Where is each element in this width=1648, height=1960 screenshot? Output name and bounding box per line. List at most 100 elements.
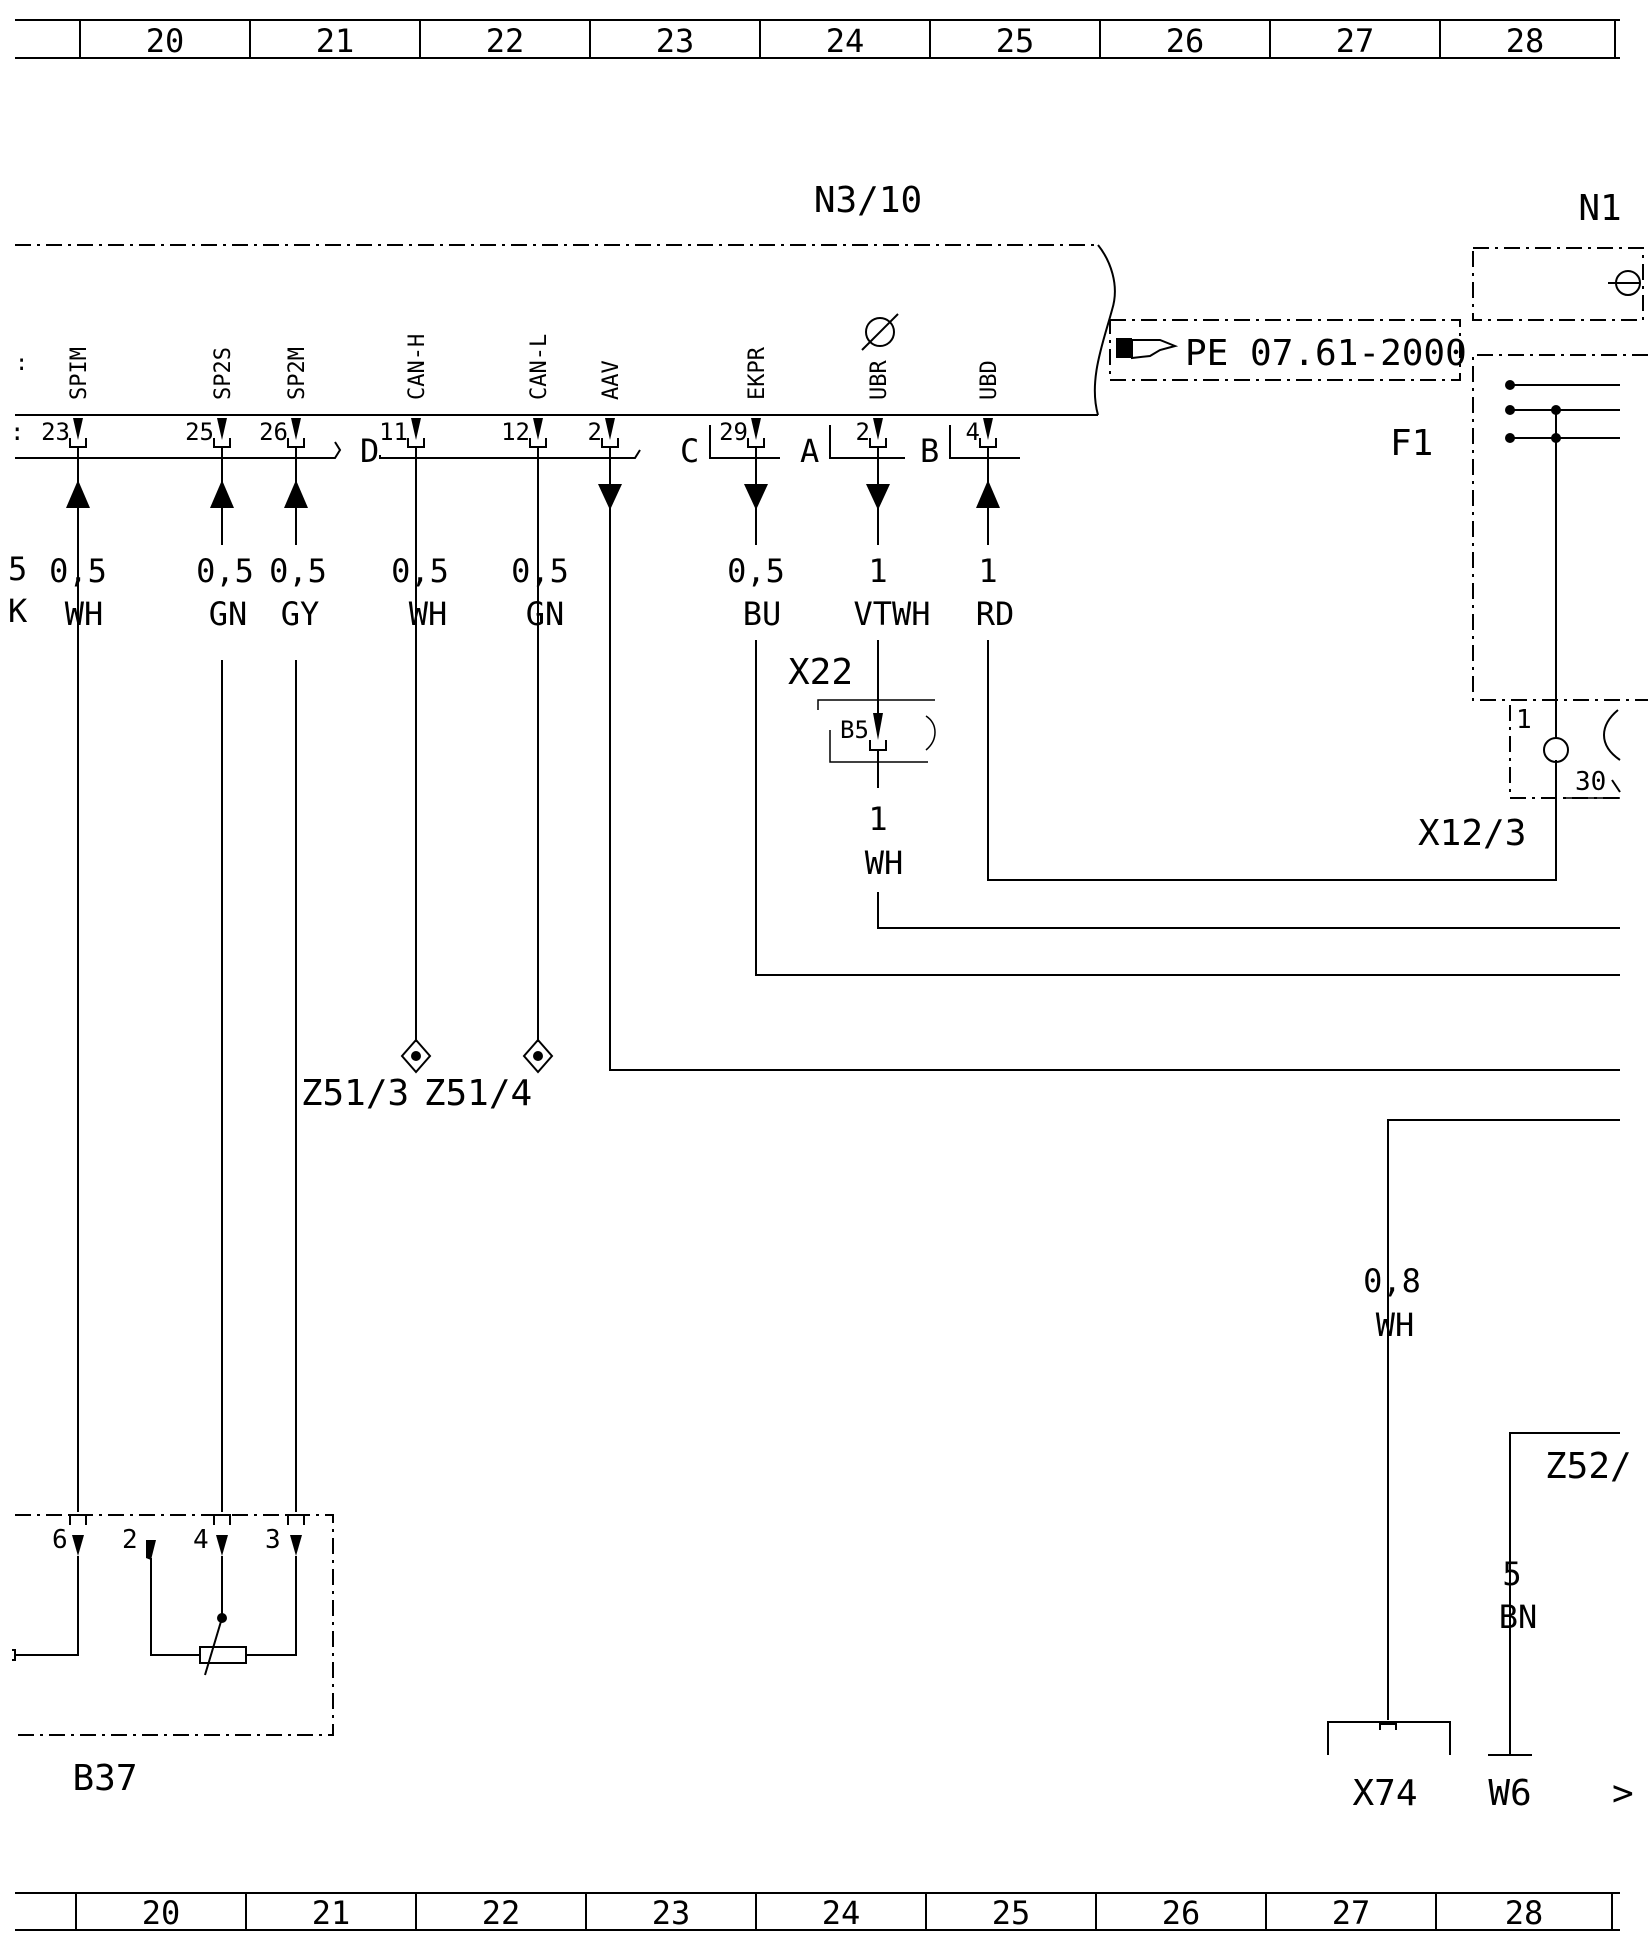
wire-color: VTWH bbox=[853, 595, 930, 633]
ground-symbol-icon bbox=[1608, 270, 1641, 296]
bottom-ruler: 20 21 22 23 24 25 26 27 28 bbox=[15, 1892, 1620, 1932]
bottom-ruler-cell-28: 28 bbox=[1505, 1894, 1544, 1932]
b37-pin-3: 3 bbox=[265, 1525, 281, 1555]
w6-label: W6 bbox=[1488, 1773, 1531, 1814]
pin-number: 26 bbox=[259, 418, 288, 446]
input-arrow-icon bbox=[66, 480, 90, 508]
terminal-pin bbox=[217, 418, 227, 440]
top-ruler-cell-22: 22 bbox=[486, 22, 525, 60]
bottom-ruler-cell-24: 24 bbox=[822, 1894, 861, 1932]
signal-label: AAV bbox=[599, 360, 624, 400]
reference-text: PE 07.61-2000 bbox=[1185, 333, 1467, 374]
connector-bracket-d bbox=[379, 449, 641, 459]
x22-connector: X22 B5 bbox=[788, 652, 936, 763]
b37-pin-4: 4 bbox=[193, 1525, 209, 1555]
top-ruler-cell-26: 26 bbox=[1166, 22, 1205, 60]
top-ruler-cell-28: 28 bbox=[1506, 22, 1545, 60]
x12-3-label: X12/3 bbox=[1418, 813, 1526, 854]
wire-gauge: 1 bbox=[868, 552, 887, 590]
w6-ground: Z52/ 5 BN W6 > bbox=[1488, 1432, 1634, 1814]
wire-color: GY bbox=[281, 595, 320, 633]
z51-3-label: Z51/3 bbox=[301, 1073, 409, 1114]
output-arrow-icon bbox=[744, 484, 768, 510]
group-label-c: C bbox=[680, 432, 699, 470]
pin-number: 25 bbox=[185, 418, 214, 446]
n3-10-label: N3/10 bbox=[814, 180, 922, 221]
input-arrow-icon bbox=[976, 480, 1000, 508]
hand-pointer-icon bbox=[1116, 338, 1179, 360]
terminal-pin bbox=[533, 418, 543, 440]
wire-color: RD bbox=[976, 595, 1015, 633]
left-partial-gauge: 5 bbox=[8, 550, 27, 588]
x22-label: X22 bbox=[788, 652, 853, 693]
output-arrow-icon bbox=[866, 484, 890, 510]
z52-label: Z52/ bbox=[1545, 1446, 1632, 1487]
group-label-d: D bbox=[360, 432, 379, 470]
left-partial-color: K bbox=[8, 592, 28, 630]
lamp-icon-stroke bbox=[861, 313, 899, 351]
wire-gauge: 1 bbox=[978, 552, 997, 590]
n1-control-unit-partial: N1 F1 1 30 X12/3 bbox=[1390, 188, 1648, 854]
n1-label: N1 bbox=[1578, 188, 1621, 229]
connector-bracket-a bbox=[829, 425, 905, 459]
x12-connection-circle bbox=[1543, 737, 1569, 763]
terminal-pin bbox=[983, 418, 993, 440]
input-arrow-icon bbox=[284, 480, 308, 508]
pins-layer: SPIM230,5WHSP2S250,5GNSP2M260,5GYCAN-H11… bbox=[41, 313, 1015, 633]
wire-gauge: 0,5 bbox=[196, 552, 254, 590]
pin-number: 11 bbox=[379, 418, 408, 446]
ubd-wire bbox=[987, 640, 1557, 881]
b37-label: B37 bbox=[72, 1758, 137, 1799]
x12-pin-30: 30 bbox=[1575, 767, 1606, 797]
w6-wire-color: BN bbox=[1499, 1598, 1538, 1636]
wire-color: WH bbox=[409, 595, 448, 633]
pin-number: 2 bbox=[856, 418, 870, 446]
x74-wire-color: WH bbox=[1376, 1306, 1415, 1344]
bottom-ruler-cell-26: 26 bbox=[1162, 1894, 1201, 1932]
x22-wire-gauge: 1 bbox=[868, 800, 887, 838]
connector-bracket-left bbox=[15, 441, 342, 459]
pin-aav: AAV 2 bbox=[588, 360, 624, 510]
x22-pin-label: B5 bbox=[840, 716, 869, 744]
wire-gauge: 0,5 bbox=[511, 552, 569, 590]
terminal-pin bbox=[73, 418, 83, 440]
ubr-wire-lower bbox=[877, 892, 1620, 929]
connector-bracket-b bbox=[949, 425, 1020, 459]
output-arrow-icon bbox=[598, 484, 622, 510]
f1-label: F1 bbox=[1390, 423, 1433, 464]
top-ruler-cell-21: 21 bbox=[316, 22, 355, 60]
n3-10-control-unit: N3/10 : : bbox=[10, 180, 1116, 446]
wire-gauge: 0,5 bbox=[269, 552, 327, 590]
signal-label: UBD bbox=[977, 360, 1002, 400]
signal-label: SPIM bbox=[67, 347, 92, 400]
z51-3-splice: Z51/3 bbox=[301, 505, 432, 1114]
top-ruler-cell-20: 20 bbox=[146, 22, 185, 60]
signal-label: EKPR bbox=[745, 346, 770, 400]
b37-sensor: B37 6 2 4 3 bbox=[12, 1514, 334, 1799]
bottom-ruler-cell-20: 20 bbox=[142, 1894, 181, 1932]
reference-note: PE 07.61-2000 bbox=[1109, 319, 1467, 381]
left-partial-signal: : bbox=[15, 351, 28, 376]
signal-label: SP2S bbox=[211, 347, 236, 400]
lamp-icon bbox=[865, 317, 895, 347]
terminal-pin bbox=[605, 418, 615, 440]
bottom-ruler-cell-22: 22 bbox=[482, 1894, 521, 1932]
wire-color: GN bbox=[209, 595, 248, 633]
bottom-ruler-cell-23: 23 bbox=[652, 1894, 691, 1932]
pin-number: 2 bbox=[588, 418, 602, 446]
top-ruler-cell-24: 24 bbox=[826, 22, 865, 60]
pin-number: 29 bbox=[719, 418, 748, 446]
terminal-pin bbox=[751, 418, 761, 440]
cut-off-marker: > bbox=[1612, 1773, 1634, 1814]
x74-wire-gauge: 0,8 bbox=[1363, 1262, 1421, 1300]
z51-4-label: Z51/4 bbox=[424, 1073, 532, 1114]
pin-sp2s: SP2S 25 0,5GN bbox=[185, 347, 254, 633]
wire-gauge: 0,5 bbox=[727, 552, 785, 590]
signal-label: CAN-L bbox=[527, 334, 552, 400]
